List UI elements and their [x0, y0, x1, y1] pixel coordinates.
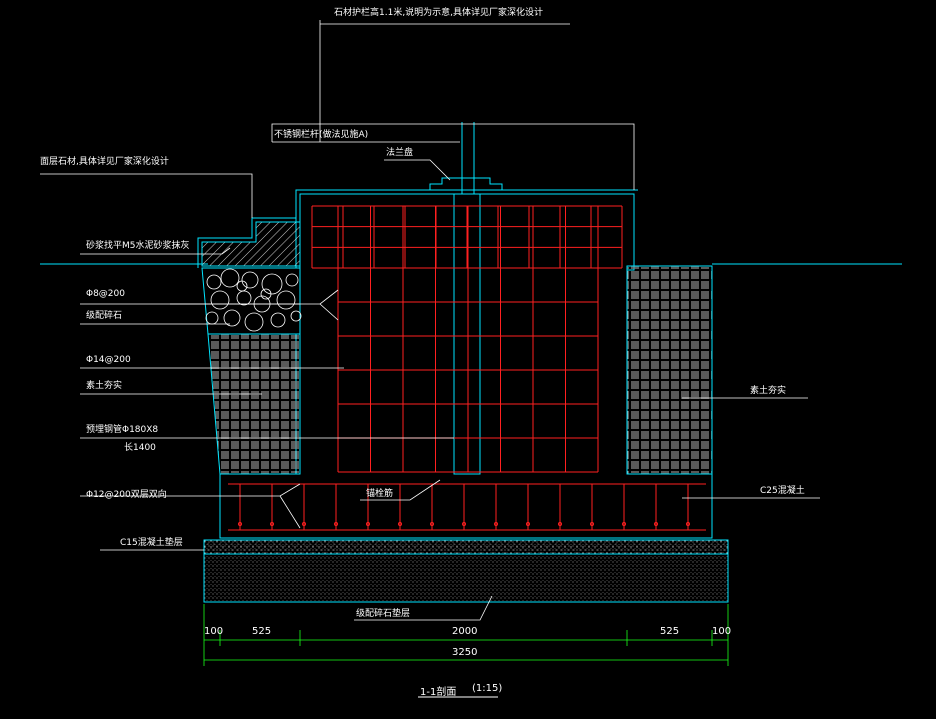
left-gravel-fill — [201, 267, 301, 335]
rebar-dot — [366, 522, 370, 526]
flange-label: 法兰盘 — [386, 148, 414, 158]
rammed-soil-left-label: 素土夯实 — [86, 381, 123, 391]
steel-pipe-label: 预埋钢管Φ180X8 — [86, 425, 159, 435]
rebar-12-label: Φ12@200双层双向 — [86, 490, 167, 500]
rebar-group — [228, 205, 706, 531]
dim-total: 3250 — [452, 647, 478, 658]
c15-layer — [203, 539, 729, 555]
dim-seg-1: 100 — [204, 626, 224, 637]
dim-seg-4: 525 — [660, 626, 680, 637]
rebar-dot — [238, 522, 242, 526]
gravel-stone — [290, 310, 302, 322]
coping-step — [197, 190, 297, 268]
mortar-label: 砂浆找平M5水泥砂浆抹灰 — [86, 241, 190, 251]
steel-pipe — [453, 193, 481, 475]
rebar-14-label: Φ14@200 — [86, 355, 131, 365]
gravel-stone — [206, 274, 222, 290]
facing-stone-label: 面层石材,具体详见厂家深化设计 — [40, 157, 169, 167]
rammed-soil-right-label: 素土夯实 — [750, 386, 787, 396]
section-scale: (1:15) — [472, 683, 503, 694]
right-rammed-soil — [626, 265, 713, 475]
gravel-stone — [276, 290, 296, 310]
rebar-dot — [590, 522, 594, 526]
c25-label: C25混凝土 — [760, 486, 805, 496]
facing-stone — [201, 221, 301, 267]
rebar-dot — [302, 522, 306, 526]
pipe-length-label: 长1400 — [124, 443, 156, 453]
rebar-dot — [654, 522, 658, 526]
rebar-dot — [270, 522, 274, 526]
rebar-dot — [622, 522, 626, 526]
gravel-base-label: 级配碎石垫层 — [356, 609, 411, 619]
rebar-dot — [462, 522, 466, 526]
gravel-stone — [285, 273, 299, 287]
gravel-stone — [210, 290, 230, 310]
rebar-dot — [334, 522, 338, 526]
rebar-dot — [430, 522, 434, 526]
anchor-label: 锚栓筋 — [366, 489, 394, 499]
concrete-body-outline — [219, 474, 713, 539]
top-note-label: 石材护栏高1.1米,说明为示意,具体详见厂家深化设计 — [334, 8, 544, 18]
rebar-dot — [494, 522, 498, 526]
gravel-label: 级配碎石 — [86, 311, 123, 321]
section-title: 1-1剖面 — [420, 687, 457, 698]
flange-plate — [429, 177, 503, 190]
rebar-dot — [526, 522, 530, 526]
gravel-stone — [261, 273, 283, 295]
gravel-stone — [270, 312, 286, 328]
rebar-dot — [686, 522, 690, 526]
dim-seg-3: 2000 — [452, 626, 478, 637]
dimension-lines — [203, 604, 729, 666]
dim-seg-2: 525 — [252, 626, 272, 637]
gravel-stone — [223, 309, 241, 327]
gravel-stone — [244, 312, 264, 332]
gravel-stone — [236, 280, 248, 292]
gravel-stone — [220, 268, 240, 288]
gravel-stone — [241, 271, 259, 289]
c15-label: C15混凝土垫层 — [120, 538, 183, 548]
rebar-8-label: Φ8@200 — [86, 289, 125, 299]
railing-label: 不锈钢栏杆(做法见施A) — [274, 130, 369, 140]
rebar-dot — [558, 522, 562, 526]
dim-seg-5: 100 — [712, 626, 732, 637]
leader-lines — [40, 20, 820, 621]
gravel-stone — [260, 288, 272, 300]
rebar-dot — [398, 522, 402, 526]
left-rammed-soil — [207, 333, 301, 475]
